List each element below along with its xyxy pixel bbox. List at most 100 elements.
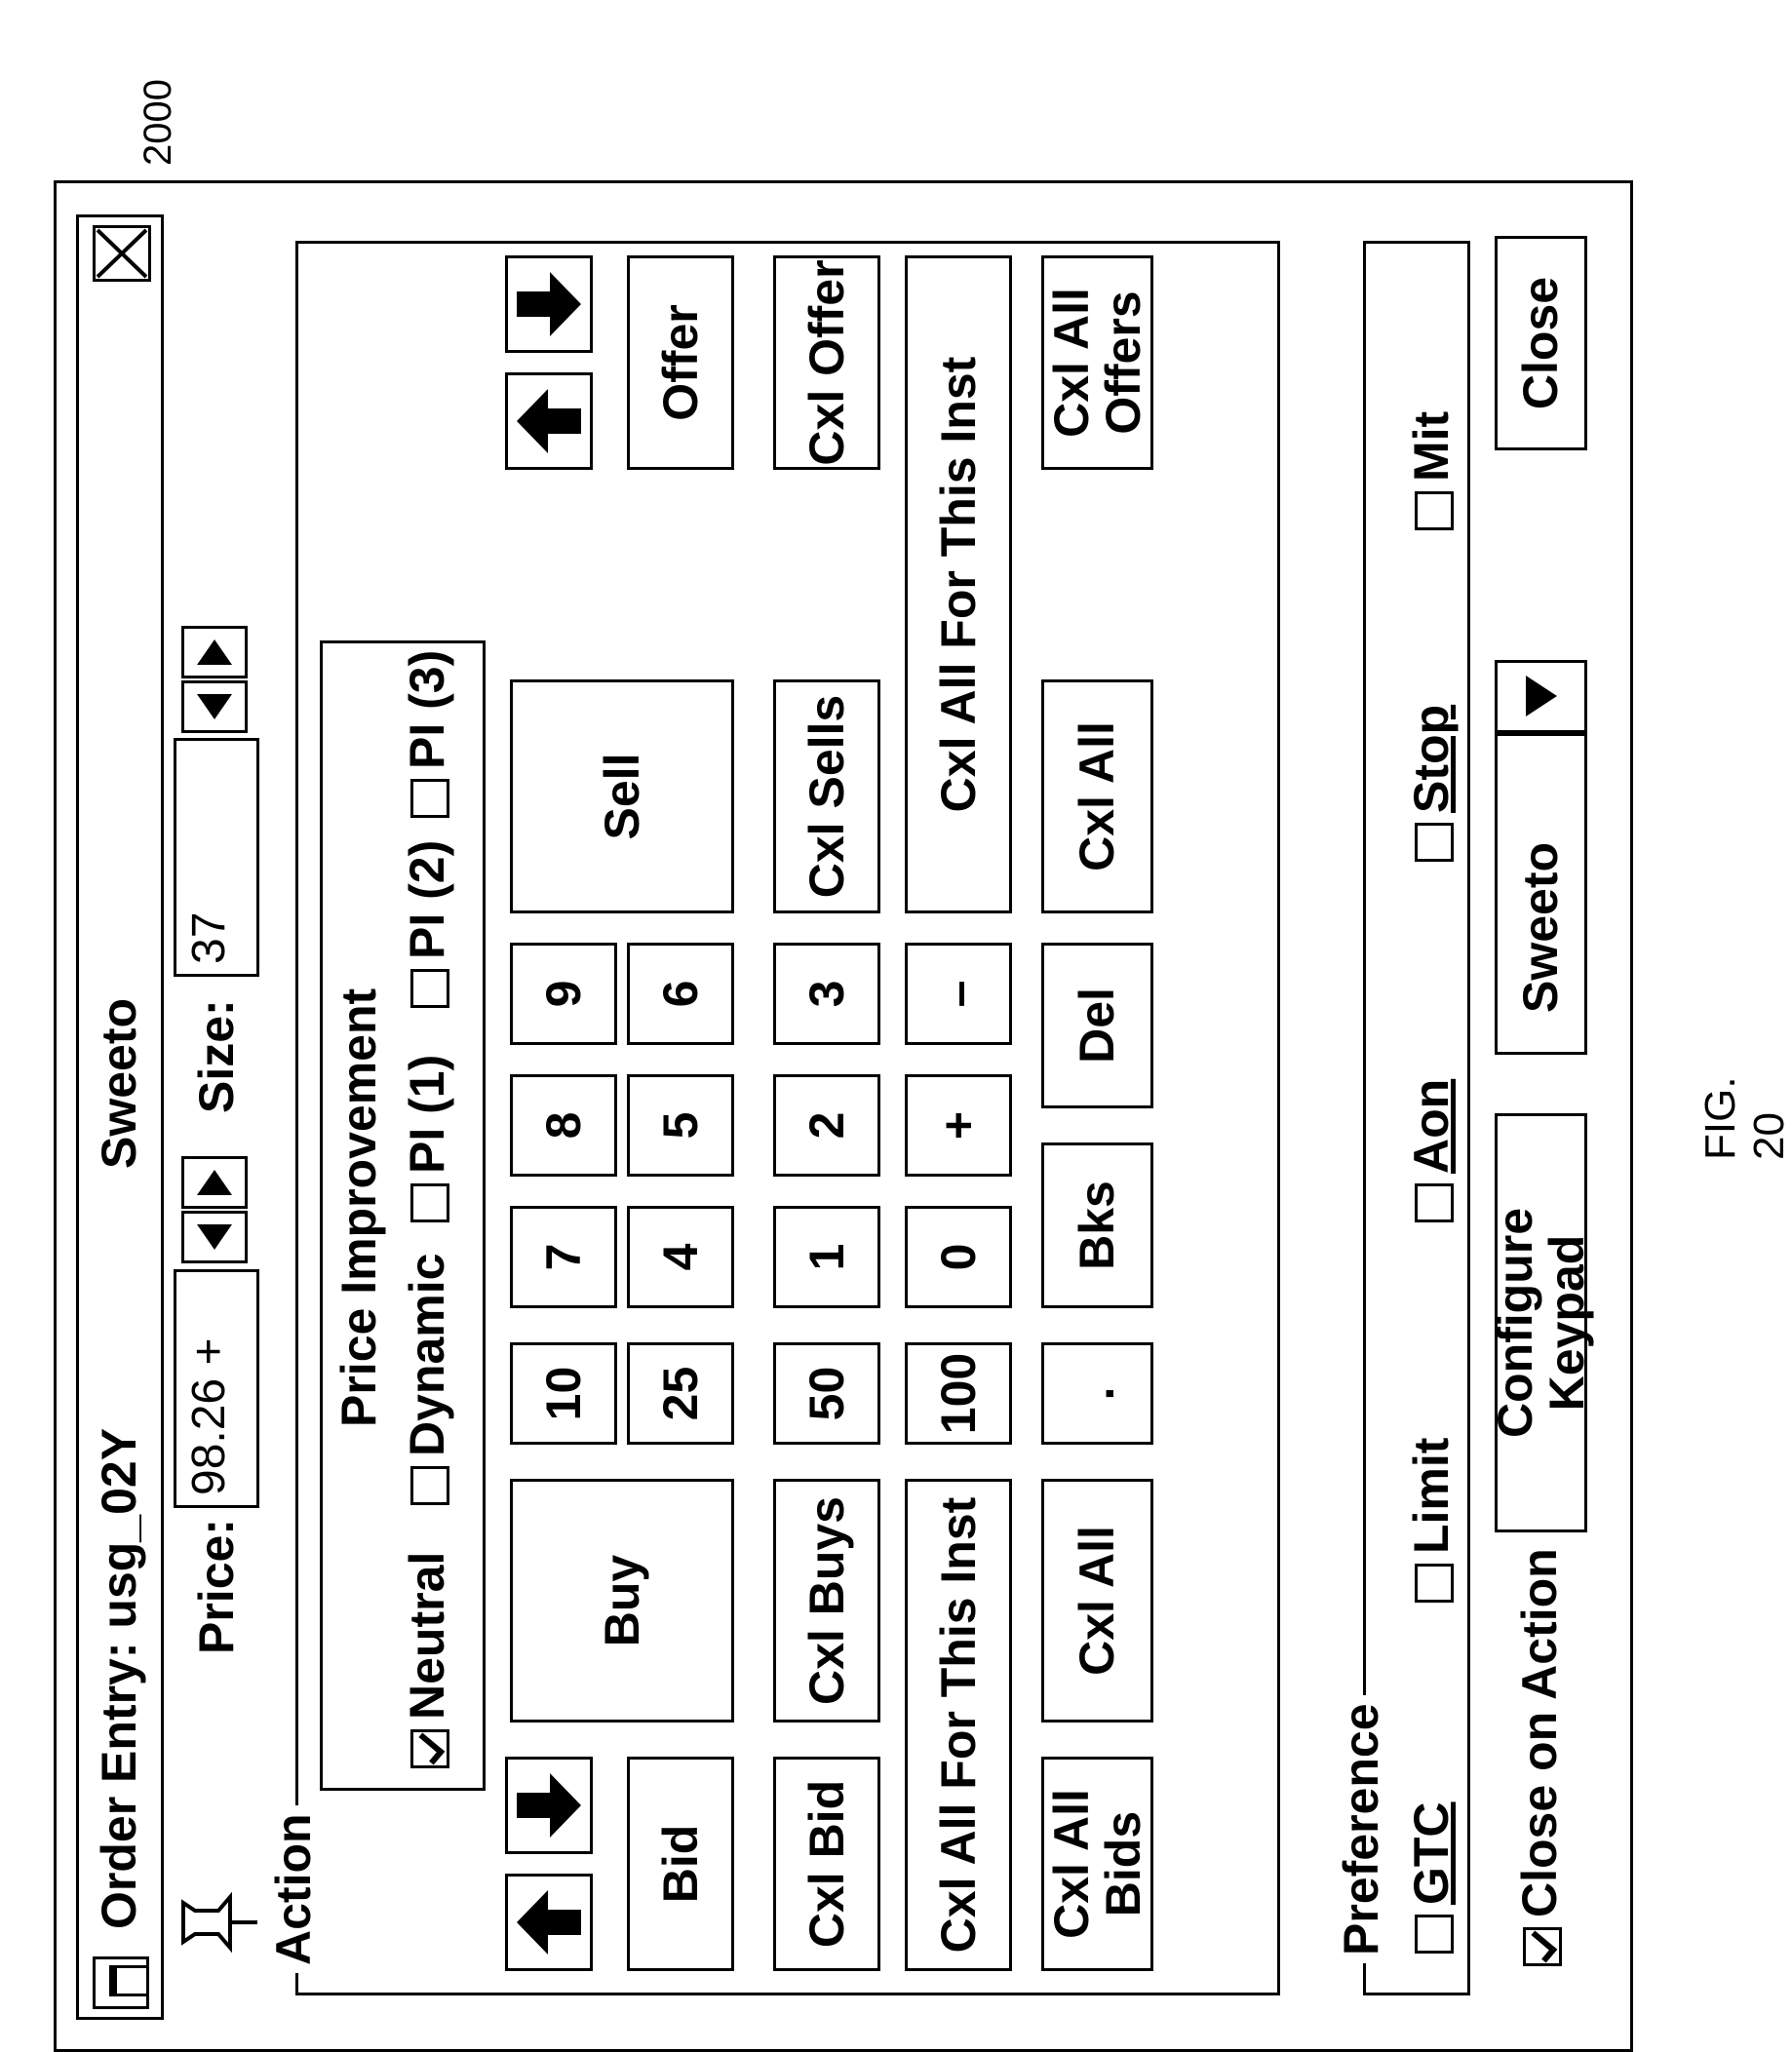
close-on-action-check-icon xyxy=(1523,1927,1562,1966)
order-entry-window: Order Entry: usg_02Y Sweeto Price: 98.26… xyxy=(54,180,1633,2052)
close-on-action-label: Close on Action xyxy=(1512,1548,1567,1917)
dynamic-box xyxy=(410,1466,449,1505)
pi1-checkbox[interactable]: PI (1) xyxy=(399,1055,455,1222)
qty-50-button[interactable]: 50 xyxy=(773,1342,880,1445)
account-select-value: Sweeto xyxy=(1515,842,1567,1013)
close-button[interactable]: Close xyxy=(1495,236,1587,450)
key-9-button[interactable]: 9 xyxy=(510,943,617,1045)
key-7-button[interactable]: 7 xyxy=(510,1206,617,1308)
key-0-button[interactable]: 0 xyxy=(905,1206,1012,1308)
aon-box xyxy=(1415,1183,1454,1222)
limit-label: Limit xyxy=(1404,1438,1459,1554)
gtc-checkbox[interactable]: GTC xyxy=(1403,1801,1460,1954)
stop-box xyxy=(1415,823,1454,862)
arrow-up-icon xyxy=(515,387,583,455)
neutral-check-icon xyxy=(410,1729,449,1768)
key-plus-button[interactable]: + xyxy=(905,1074,1012,1177)
delete-button[interactable]: Del xyxy=(1041,943,1153,1108)
cxl-offer-button[interactable]: Cxl Offer xyxy=(773,255,880,470)
preference-group: Preference GTC Limit Aon Stop Mit xyxy=(1363,241,1470,1995)
neutral-label: Neutral xyxy=(400,1552,454,1720)
dot-button[interactable]: . xyxy=(1041,1342,1153,1445)
size-increment-button[interactable] xyxy=(181,626,248,678)
figure-caption: FIG. 20 xyxy=(1696,1065,1792,1160)
pi2-box xyxy=(410,969,449,1008)
ref-numeral-2000: 2000 xyxy=(136,79,180,166)
key-5-button[interactable]: 5 xyxy=(627,1074,734,1177)
pi3-checkbox[interactable]: PI (3) xyxy=(399,650,455,818)
pi2-checkbox[interactable]: PI (2) xyxy=(399,840,455,1008)
pi3-box xyxy=(410,779,449,818)
size-field[interactable]: 37 xyxy=(174,738,259,977)
mit-label: Mit xyxy=(1404,411,1459,482)
cxl-all-for-inst-right-button[interactable]: Cxl All For This Inst xyxy=(905,255,1012,913)
aon-label: Aon xyxy=(1404,1079,1459,1174)
window-menu-icon[interactable] xyxy=(93,1956,149,2009)
qty-10-button[interactable]: 10 xyxy=(510,1342,617,1445)
key-1-button[interactable]: 1 xyxy=(773,1206,880,1308)
mit-checkbox[interactable]: Mit xyxy=(1403,411,1460,530)
gtc-box xyxy=(1415,1915,1454,1954)
price-field[interactable]: 98.26 + xyxy=(174,1269,259,1508)
left-up-arrow-button[interactable] xyxy=(505,1874,593,1971)
cxl-all-for-inst-left-button[interactable]: Cxl All For This Inst xyxy=(905,1479,1012,1971)
pi1-label: PI (1) xyxy=(400,1055,454,1174)
cxl-all-left-button[interactable]: Cxl All xyxy=(1041,1479,1153,1723)
dynamic-checkbox[interactable]: Dynamic xyxy=(399,1254,455,1505)
account-name: Sweeto xyxy=(91,998,147,1169)
right-down-arrow-button[interactable] xyxy=(505,255,593,353)
close-icon[interactable] xyxy=(93,225,151,282)
key-4-button[interactable]: 4 xyxy=(627,1206,734,1308)
arrow-up-icon xyxy=(515,1888,583,1956)
stop-checkbox[interactable]: Stop xyxy=(1403,705,1460,862)
window-title: Order Entry: usg_02Y xyxy=(91,1428,147,1929)
mit-box xyxy=(1415,491,1454,530)
gtc-label: GTC xyxy=(1404,1801,1459,1905)
qty-25-button[interactable]: 25 xyxy=(627,1342,734,1445)
rotated-figure: Order Entry: usg_02Y Sweeto Price: 98.26… xyxy=(54,180,1633,2052)
pi2-label: PI (2) xyxy=(400,840,454,959)
key-6-button[interactable]: 6 xyxy=(627,943,734,1045)
cxl-bid-button[interactable]: Cxl Bid xyxy=(773,1757,880,1971)
stop-label: Stop xyxy=(1404,705,1459,813)
action-legend: Action xyxy=(265,1805,322,1973)
cxl-all-offers-button[interactable]: Cxl All Offers xyxy=(1041,255,1153,470)
price-decrement-button[interactable] xyxy=(181,1211,248,1263)
pi3-label: PI (3) xyxy=(400,650,454,769)
left-down-arrow-button[interactable] xyxy=(505,1757,593,1854)
pushpin-icon[interactable] xyxy=(174,1883,266,1961)
limit-checkbox[interactable]: Limit xyxy=(1403,1438,1460,1603)
configure-keypad-button[interactable]: Configure Keypad xyxy=(1495,1113,1587,1532)
aon-checkbox[interactable]: Aon xyxy=(1403,1079,1460,1222)
cxl-all-right-button[interactable]: Cxl All xyxy=(1041,679,1153,913)
limit-box xyxy=(1415,1564,1454,1603)
price-increment-button[interactable] xyxy=(181,1156,248,1209)
size-label: Size: xyxy=(188,999,245,1113)
key-2-button[interactable]: 2 xyxy=(773,1074,880,1177)
cxl-sells-button[interactable]: Cxl Sells xyxy=(773,679,880,913)
backspace-button[interactable]: Bks xyxy=(1041,1142,1153,1308)
key-3-button[interactable]: 3 xyxy=(773,943,880,1045)
account-dropdown-button[interactable] xyxy=(1495,660,1587,733)
account-select[interactable]: Sweeto xyxy=(1495,733,1587,1055)
close-on-action-checkbox[interactable]: Close on Action xyxy=(1511,1548,1568,1966)
sell-button[interactable]: Sell xyxy=(510,679,734,913)
price-improvement-title: Price Improvement xyxy=(331,988,387,1427)
neutral-checkbox[interactable]: Neutral xyxy=(399,1552,455,1768)
offer-button[interactable]: Offer xyxy=(627,255,734,470)
price-improvement-panel: Price Improvement Neutral Dynamic PI (1)… xyxy=(320,640,486,1791)
right-up-arrow-button[interactable] xyxy=(505,372,593,470)
bid-button[interactable]: Bid xyxy=(627,1757,734,1971)
arrow-down-icon xyxy=(515,270,583,338)
cxl-buys-button[interactable]: Cxl Buys xyxy=(773,1479,880,1723)
qty-100-button[interactable]: 100 xyxy=(905,1342,1012,1445)
arrow-down-icon xyxy=(515,1771,583,1839)
pi1-box xyxy=(410,1183,449,1222)
key-8-button[interactable]: 8 xyxy=(510,1074,617,1177)
cxl-all-bids-button[interactable]: Cxl All Bids xyxy=(1041,1757,1153,1971)
price-label: Price: xyxy=(188,1519,245,1654)
title-bar[interactable]: Order Entry: usg_02Y Sweeto xyxy=(76,214,164,2020)
key-minus-button[interactable]: – xyxy=(905,943,1012,1045)
size-decrement-button[interactable] xyxy=(181,680,248,733)
buy-button[interactable]: Buy xyxy=(510,1479,734,1723)
